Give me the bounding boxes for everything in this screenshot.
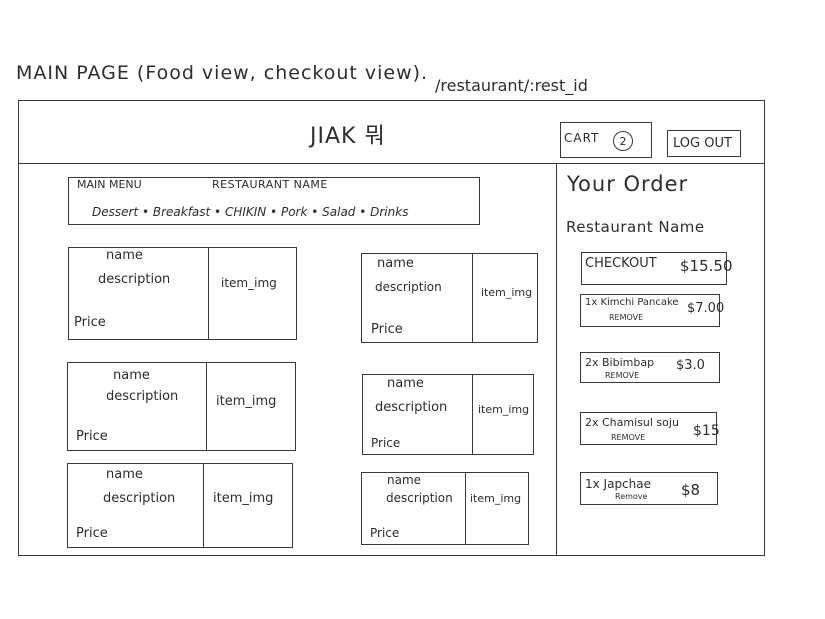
remove-button[interactable]: REMOVE: [605, 371, 640, 380]
item-description: description: [98, 272, 171, 287]
item-name: name: [106, 467, 143, 482]
app-frame: [18, 100, 765, 556]
item-description: description: [386, 491, 453, 505]
item-name: name: [387, 376, 424, 391]
item-name: name: [113, 368, 150, 383]
item-name: name: [106, 248, 143, 263]
item-description: description: [106, 389, 179, 404]
order-item-name: 1x Kimchi Pancake: [585, 297, 679, 308]
order-panel-divider: [556, 163, 558, 556]
remove-button[interactable]: Remove: [615, 492, 648, 501]
route-annotation: /restaurant/:rest_id: [435, 76, 588, 95]
item-name: name: [377, 256, 414, 271]
order-item-price: $7.00: [687, 301, 725, 316]
page-title-annotation: MAIN PAGE (Food view, checkout view).: [16, 62, 429, 84]
order-item: 1x Japchae $8 Remove: [580, 472, 718, 505]
checkout-total: $15.50: [680, 257, 733, 275]
item-price: Price: [74, 315, 106, 330]
order-title: Your Order: [567, 172, 689, 196]
food-card[interactable]: name description Price item_img: [361, 253, 538, 343]
order-item: 1x Kimchi Pancake $7.00 REMOVE: [580, 294, 724, 327]
menu-bar: [68, 177, 480, 225]
order-item-price: $15: [693, 423, 720, 439]
checkout-label: CHECKOUT: [585, 256, 657, 271]
item-price: Price: [76, 429, 108, 444]
order-item-price: $3.0: [676, 358, 705, 373]
item-image-placeholder: item_img: [216, 394, 277, 409]
item-image-placeholder: item_img: [481, 286, 533, 299]
remove-button[interactable]: REMOVE: [611, 433, 646, 442]
item-description: description: [103, 491, 176, 506]
logout-label: LOG OUT: [673, 136, 732, 151]
brand-logo: JIAK 뭐: [310, 124, 386, 149]
item-image-placeholder: item_img: [470, 492, 522, 505]
card-divider: [203, 464, 205, 547]
item-price: Price: [76, 526, 108, 541]
order-item: 2x Bibimbap $3.0 REMOVE: [580, 352, 720, 383]
order-item-price: $8: [681, 481, 701, 499]
food-card[interactable]: name description Price item_img: [68, 247, 297, 340]
item-price: Price: [371, 436, 401, 450]
item-image-placeholder: item_img: [221, 276, 277, 290]
card-divider: [472, 375, 474, 454]
food-card[interactable]: name description Price item_img: [361, 472, 529, 545]
item-price: Price: [371, 322, 403, 337]
cart-count-badge: 2: [613, 131, 633, 151]
order-item-name: 2x Bibimbap: [585, 356, 655, 369]
order-item-name: 2x Chamisul soju: [585, 416, 679, 429]
item-description: description: [375, 400, 448, 415]
order-restaurant-name: Restaurant Name: [566, 218, 705, 236]
checkout-button[interactable]: [581, 252, 727, 285]
item-description: description: [375, 280, 442, 294]
category-filters[interactable]: Dessert • Breakfast • CHIKIN • Pork • Sa…: [92, 205, 409, 219]
logout-button[interactable]: [667, 130, 741, 157]
food-card[interactable]: name description Price item_img: [67, 463, 293, 548]
item-image-placeholder: item_img: [213, 491, 274, 506]
cart-label: CART: [564, 131, 600, 145]
restaurant-name-label: RESTAURANT NAME: [212, 178, 328, 191]
card-divider: [465, 473, 467, 544]
item-image-placeholder: item_img: [478, 403, 530, 416]
remove-button[interactable]: REMOVE: [609, 313, 644, 322]
order-item-name: 1x Japchae: [585, 477, 651, 491]
order-item: 2x Chamisul soju $15 REMOVE: [580, 412, 720, 445]
food-card[interactable]: name description Price item_img: [362, 374, 534, 455]
card-divider: [472, 254, 474, 342]
cart-button[interactable]: [560, 122, 652, 158]
item-name: name: [387, 473, 422, 487]
card-divider: [206, 363, 208, 450]
main-menu-label[interactable]: MAIN MENU: [77, 178, 142, 191]
item-price: Price: [370, 526, 400, 540]
header-divider: [18, 163, 765, 165]
card-divider: [208, 248, 210, 339]
food-card[interactable]: name description Price item_img: [67, 362, 296, 451]
